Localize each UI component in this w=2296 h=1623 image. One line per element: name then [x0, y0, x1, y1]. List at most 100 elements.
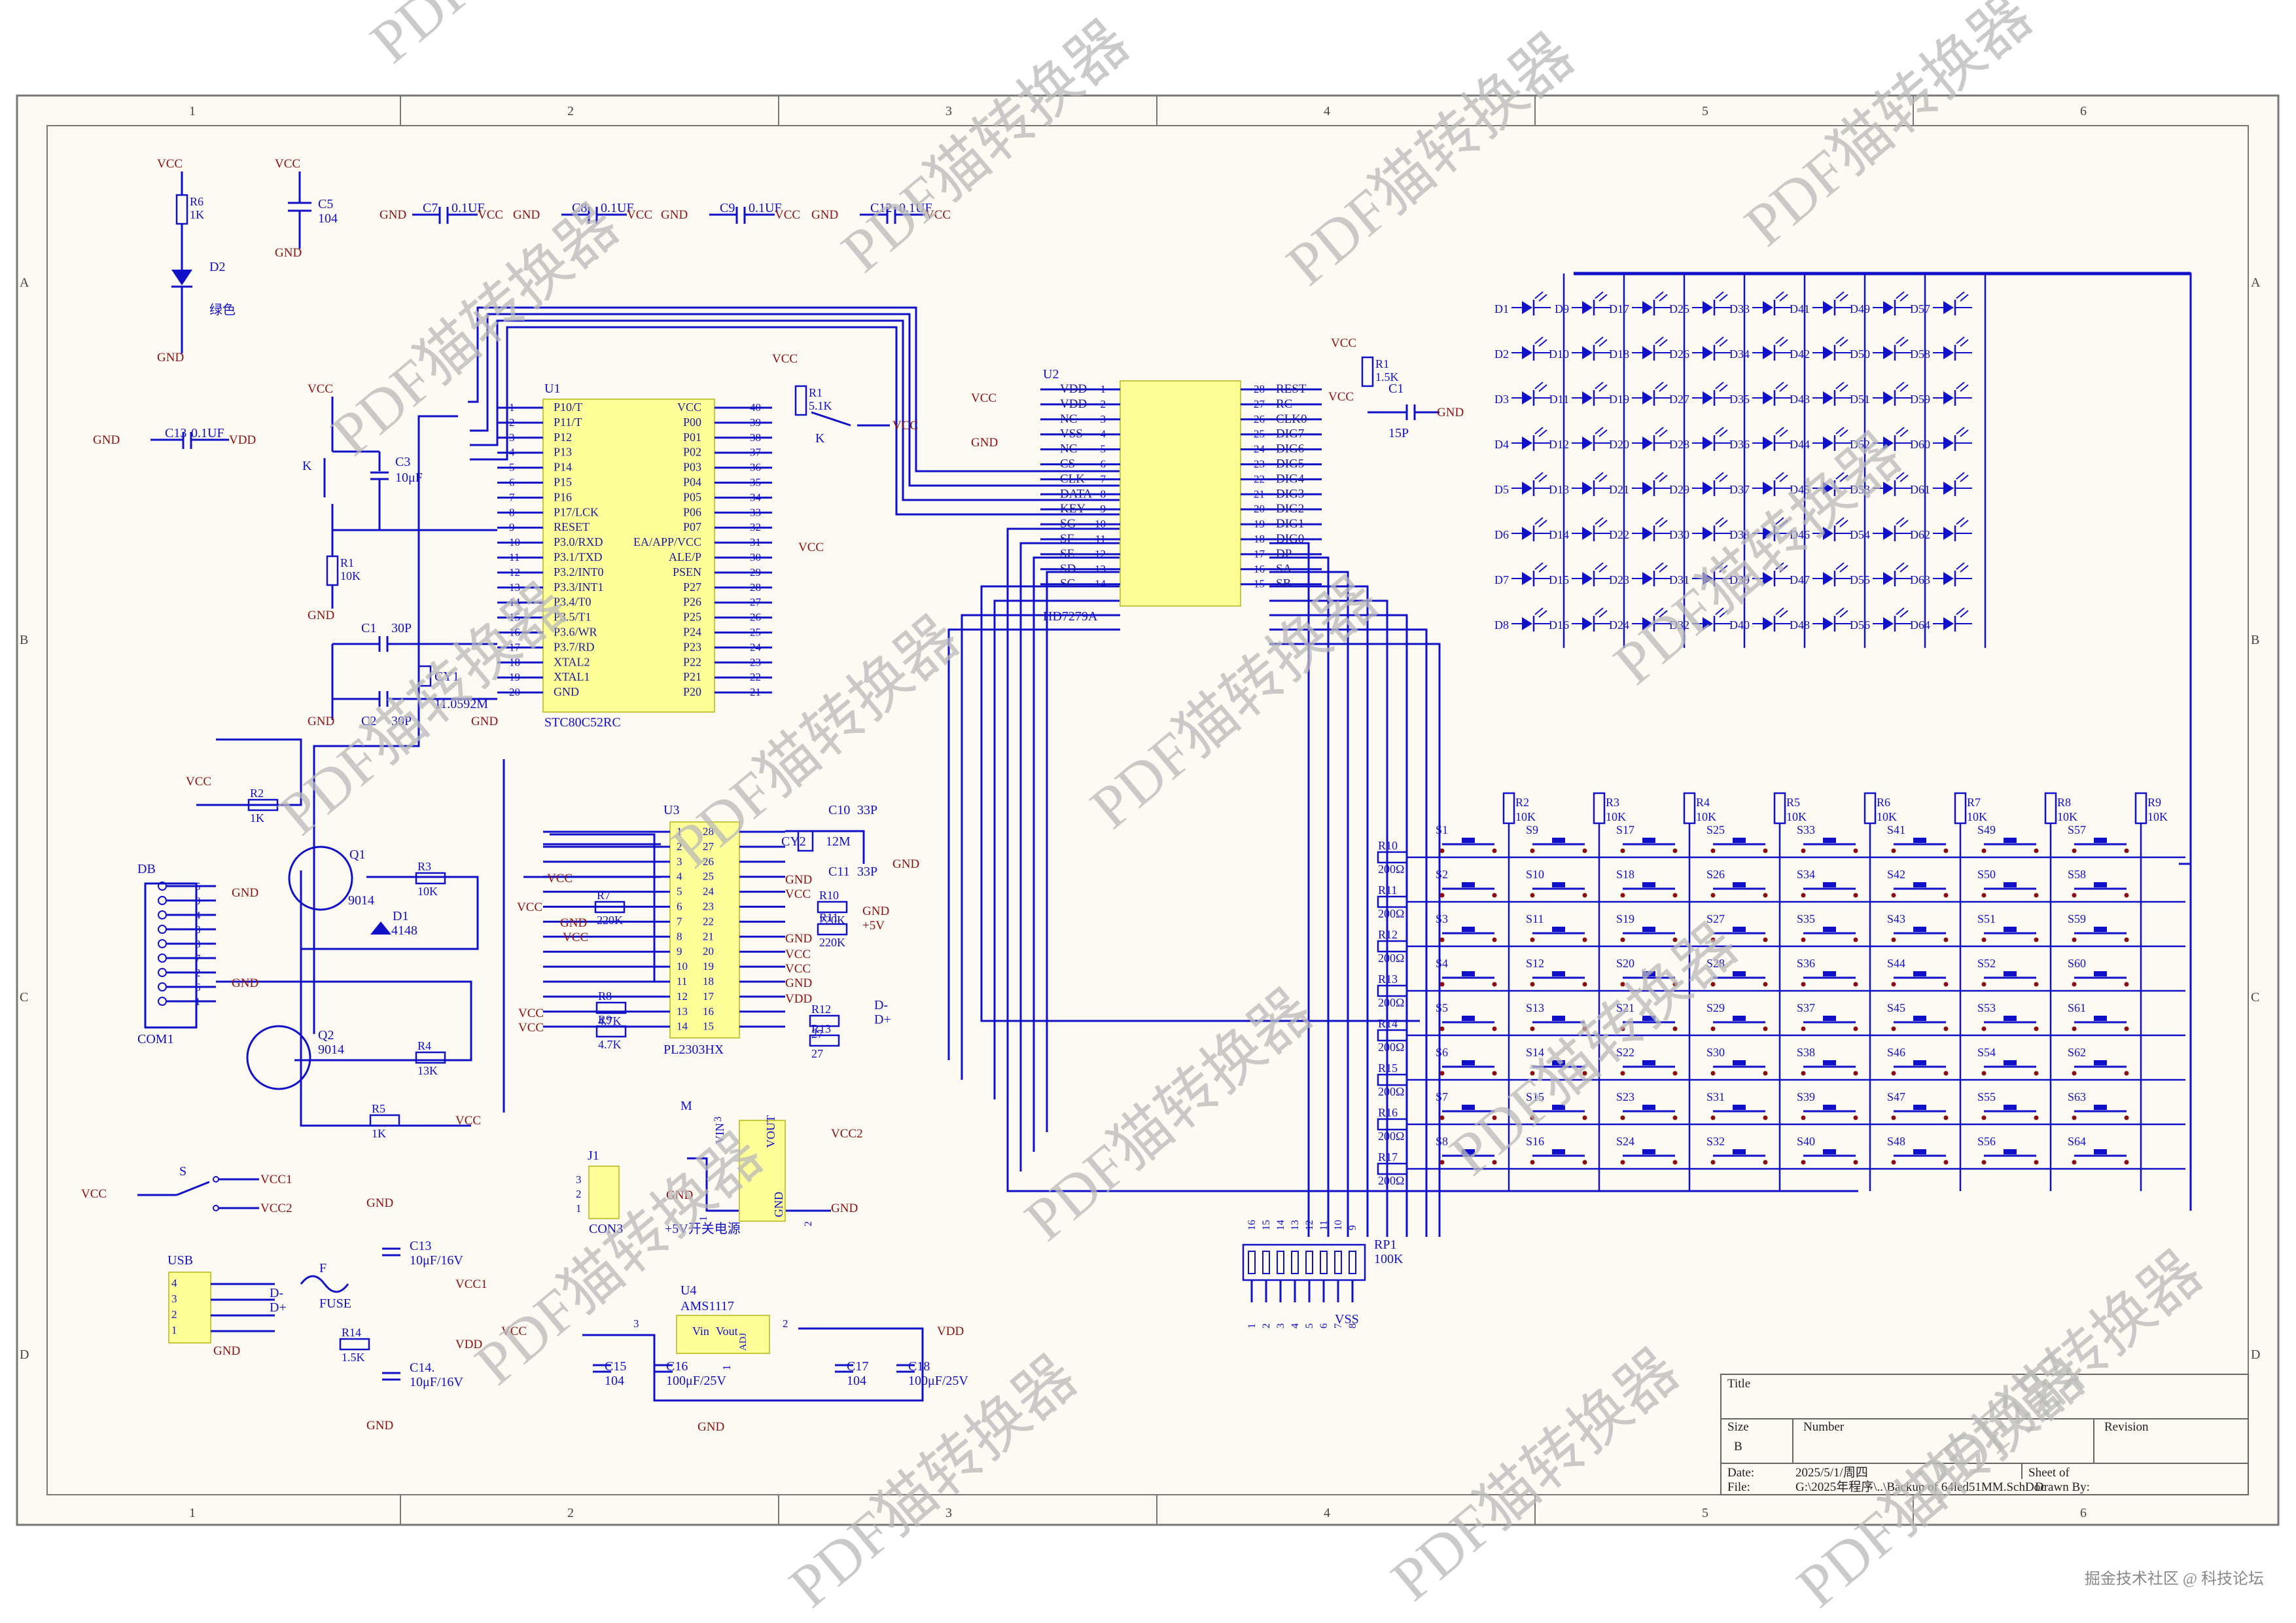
led-ray — [1896, 291, 1905, 299]
key-cap — [1462, 927, 1475, 932]
key-ref-35: S35 — [1797, 912, 1815, 925]
led-D14: D14 — [1549, 517, 1611, 541]
key-contact — [1981, 982, 1987, 987]
led-ray — [1835, 382, 1845, 389]
u1-pin-num-7: 7 — [509, 491, 515, 503]
cap-c13-value: 0.1UF — [191, 426, 224, 440]
key-S7: S7 — [1436, 1090, 1497, 1120]
key-contact — [1853, 1160, 1858, 1165]
resistor-r1-prog-value: 5.1K — [809, 399, 832, 412]
led-ray — [1960, 565, 1969, 573]
led-ray — [1960, 294, 1969, 302]
vcc-label-c5: VCC — [275, 157, 300, 171]
vcc-label-ea: VCC — [798, 541, 824, 554]
u1-pin-num-23: 23 — [750, 656, 761, 668]
q1-value: 9014 — [348, 893, 374, 908]
vcc-label-r5: VCC — [455, 1114, 481, 1128]
resistor-r14-usb-value: 1.5K — [342, 1351, 365, 1364]
led-ray — [1835, 472, 1845, 480]
key-S22: S22 — [1616, 1046, 1678, 1076]
led-ref-54: D54 — [1850, 528, 1870, 541]
key-cap — [2004, 1149, 2017, 1154]
key-contact — [2034, 937, 2039, 942]
led-D38: D38 — [1729, 517, 1792, 541]
led-ref-31: D31 — [1669, 573, 1689, 586]
led-ref-24: D24 — [1609, 618, 1629, 632]
resistor-r3-serial — [415, 872, 446, 885]
led-ray — [1956, 607, 1965, 615]
u1-pin-name-3: P12 — [554, 431, 572, 444]
led-ref-48: D48 — [1790, 618, 1810, 632]
grid-col-top-2: 2 — [567, 104, 574, 118]
key-ref-39: S39 — [1797, 1090, 1815, 1103]
u1-pin-name-7: P16 — [554, 490, 572, 503]
led-ray — [1835, 427, 1845, 435]
key-cap — [2004, 882, 2017, 887]
led-ray — [1598, 384, 1608, 392]
led-diode — [1522, 301, 1532, 314]
cap-c18-ref: C18 — [908, 1359, 930, 1374]
key-contact — [1530, 1115, 1535, 1120]
key-ref-62: S62 — [2068, 1046, 2086, 1059]
led-ray — [1655, 336, 1664, 344]
key-contact — [2124, 1115, 2129, 1120]
u2-pin-num-15: 15 — [1254, 578, 1265, 590]
key-contact — [2124, 937, 2129, 942]
u4-pin-3: 3 — [633, 1317, 639, 1330]
u1-pin-num-25: 25 — [750, 626, 761, 639]
vcc-label-u3-f: VCC — [785, 887, 811, 901]
led-D55: D55 — [1850, 562, 1912, 586]
key-cap — [1823, 882, 1836, 887]
led-ref-23: D23 — [1609, 573, 1629, 586]
key-cap — [1552, 971, 1565, 976]
led-ray — [1779, 339, 1788, 347]
key-S52: S52 — [1977, 957, 2039, 987]
u2-pin-num-28: 28 — [1254, 383, 1265, 395]
resistor-r2-serial-ref: R2 — [250, 787, 264, 800]
grid-col-top-1: 1 — [189, 104, 196, 118]
resistor-R14-ref: R14 — [1378, 1017, 1398, 1030]
key-cap — [1642, 838, 1655, 843]
rp1-pin-bottom-7: 7 — [1333, 1323, 1344, 1329]
led-ref-52: D52 — [1850, 438, 1870, 451]
key-cap — [1552, 1060, 1565, 1065]
rp1-pin-bottom-2: 2 — [1261, 1323, 1272, 1329]
u3-pin-26: 26 — [703, 855, 714, 868]
led-diode — [1582, 346, 1593, 359]
j1-connector — [588, 1166, 620, 1219]
led-diode — [1763, 346, 1773, 359]
led-ref-12: D12 — [1549, 438, 1569, 451]
vcc-label-cap-C7: VCC — [478, 208, 503, 222]
u1-pin-num-38: 38 — [750, 431, 761, 444]
u2-pin-name-5: NC — [1060, 442, 1077, 456]
led-ref-21: D21 — [1609, 483, 1629, 496]
led-diode — [1943, 482, 1954, 495]
transistor-q1 — [288, 846, 353, 911]
u2-pin-name-26: CLK0 — [1276, 412, 1307, 426]
led-D25: D25 — [1669, 291, 1731, 315]
led-diode — [1642, 391, 1653, 404]
key-contact — [1582, 893, 1587, 898]
led-diode — [1703, 346, 1713, 359]
vcc-label-prog-k: VCC — [892, 419, 918, 433]
u1-pin-name-31: EA/APP/VCC — [633, 535, 701, 548]
u1-pin-num-17: 17 — [509, 641, 521, 653]
cap-c3-value: 10μF — [395, 471, 423, 485]
led-ray — [1899, 339, 1909, 347]
key-cap — [1823, 1016, 1836, 1021]
resistor-R16-ref: R16 — [1378, 1106, 1398, 1119]
u1-pin-name-40: VCC — [677, 401, 701, 414]
resistor-R4-ref: R4 — [1696, 796, 1710, 809]
vcc-label-u3-e: VCC — [518, 1021, 544, 1035]
u1-pin-num-5: 5 — [509, 461, 515, 474]
led-ray — [1779, 520, 1788, 527]
u2-pin-num-9: 9 — [1101, 503, 1106, 515]
led-ref-38: D38 — [1729, 528, 1750, 541]
cap-c15-ref: C15 — [605, 1359, 626, 1374]
resistor-r8-u3 — [595, 1001, 627, 1014]
key-cap — [2094, 1060, 2107, 1065]
resistor-R5-ref: R5 — [1786, 796, 1800, 809]
led-D17: D17 — [1609, 291, 1671, 315]
u1-pin-num-10: 10 — [509, 536, 520, 548]
led-D35: D35 — [1729, 382, 1792, 406]
